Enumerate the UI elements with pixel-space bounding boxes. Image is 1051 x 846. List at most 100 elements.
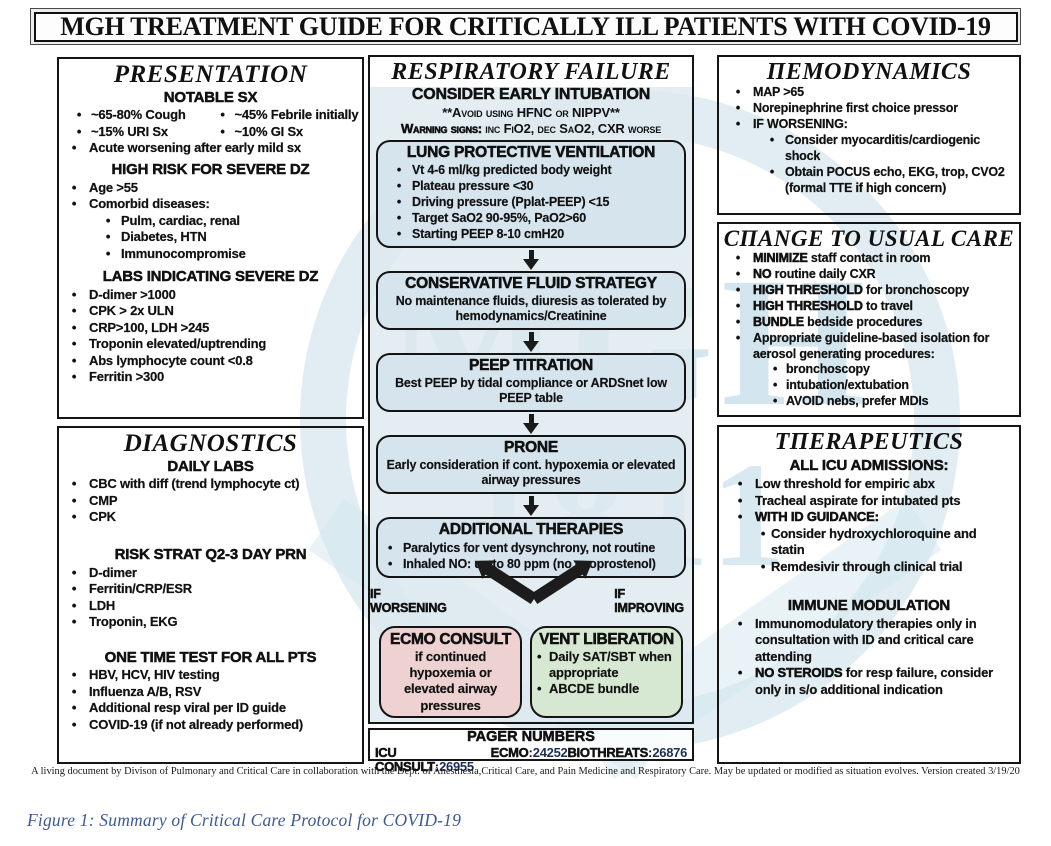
peep-titration-box: PEEP TITRATION Best PEEP by tidal compli…	[376, 353, 686, 413]
list-item-text: Ferritin/CRP/ESR	[89, 581, 192, 596]
list-item-text: ~15% URI Sx	[91, 123, 168, 139]
list-item: COVID-19 (if not already performed)	[59, 717, 362, 734]
lead-word: MINIMIZE	[753, 251, 808, 266]
rest-text: staff contact in room	[807, 251, 931, 266]
bullet-icon	[59, 493, 89, 510]
respiratory-failure-panel: RESPIRATORY FAILURE CONSIDER EARLY INTUB…	[368, 55, 694, 724]
bullet-icon	[723, 101, 753, 117]
list-item: Additional resp viral per ID guide	[59, 700, 362, 717]
if-improving-label: IF IMPROVING	[614, 587, 684, 616]
list-item-text: Diabetes, HTN	[121, 229, 207, 244]
list-item-text: Target SaO2 90-95%, PaO2>60	[412, 211, 586, 226]
if-worsening-label: IF WORSENING	[370, 587, 447, 616]
list-item: Ferritin/CRP/ESR	[59, 581, 362, 598]
bullet-icon	[95, 246, 121, 263]
lead-word: NO STEROIDS	[755, 665, 843, 681]
list-item-text: Abs lymphocyte count <0.8	[89, 352, 253, 368]
list-item-text: NO STEROIDS for resp failure, consider o…	[755, 665, 1013, 698]
rest-text: routine daily CXR	[771, 267, 876, 282]
bullet-icon	[773, 394, 786, 410]
bullet-icon	[59, 565, 89, 582]
list-item-text: CRP>100, LDH >245	[89, 319, 210, 335]
list-item: NO STEROIDS for resp failure, consider o…	[725, 665, 1013, 698]
list-row: ~15% URI Sx ~10% GI Sx	[59, 124, 362, 141]
list-item-text: COVID-19 (if not already performed)	[89, 716, 304, 732]
list-item-text: CPK	[89, 509, 116, 525]
list-item-text: Vt 4-6 ml/kg predicted body weight	[412, 163, 612, 178]
list-item: Remdesivir through clinical trial	[725, 559, 1013, 576]
document-footer-note: A living document by Divison of Pulmonar…	[31, 766, 1020, 777]
bullet-icon	[59, 369, 89, 386]
bullet-icon	[95, 229, 121, 246]
list-item: Tracheal aspirate for intubated pts	[725, 493, 1013, 510]
list-item-text: D-dimer	[89, 564, 137, 580]
list-item: NO routine daily CXR	[723, 267, 1015, 283]
list-item-text: MINIMIZE staff contact in room	[753, 251, 931, 267]
list-item: Target SaO2 90-95%, PaO2>60	[386, 210, 676, 226]
list-item-text: WITH ID GUIDANCE:	[755, 509, 879, 525]
list-item: Influenza A/B, RSV	[59, 684, 362, 701]
diagnostics-title: DIAGNOSTICS	[123, 430, 298, 457]
immune-modulation-heading: IMMUNE MODULATION	[787, 597, 951, 615]
figure-caption: Figure 1: Summary of Critical Care Proto…	[27, 810, 462, 830]
bullet-icon	[725, 665, 755, 698]
list-item-text: Starting PEEP 8-10 cmH20	[412, 227, 564, 242]
list-item: CRP>100, LDH >245	[59, 320, 362, 337]
notable-sx-heading: NOTABLE SX	[163, 88, 258, 106]
list-item: CPK	[59, 509, 362, 526]
bullet-icon	[95, 213, 121, 230]
bullet-icon	[723, 85, 753, 101]
bullet-icon	[386, 210, 412, 226]
list-item: Starting PEEP 8-10 cmH20	[386, 226, 676, 242]
pager-numbers-panel: PAGER NUMBERS ICU CONSULT:26955 ECMO:242…	[368, 728, 694, 774]
document-title-bar: MGH TREATMENT GUIDE FOR CRITICALLY ILL P…	[30, 8, 1021, 45]
bullet-icon	[386, 556, 403, 572]
bullet-icon	[723, 117, 753, 133]
bullet-icon	[386, 162, 412, 178]
list-item-text: Low threshold for empiric abx	[755, 476, 935, 492]
down-arrow-icon	[370, 248, 692, 271]
list-item-text: Consider myocarditis/cardiogenic shock	[785, 133, 981, 163]
bullet-icon	[755, 526, 771, 559]
down-arrow-icon	[370, 330, 692, 353]
list-item: Acute worsening after early mild sx	[59, 140, 362, 157]
list-item-text: ABCDE bundle	[549, 681, 640, 697]
bullet-icon	[59, 180, 89, 197]
rest-text: Appropriate guideline-based isolation fo…	[753, 330, 990, 361]
change-care-title: CΠANGE TO USUAL CARE	[723, 226, 1015, 251]
rest-text: to travel	[862, 298, 913, 313]
list-item-text: NO routine daily CXR	[753, 267, 876, 283]
list-item: CBC with diff (trend lymphocyte ct)	[59, 476, 362, 493]
list-item: Abs lymphocyte count <0.8	[59, 353, 362, 370]
page-title: MGH TREATMENT GUIDE FOR CRITICALLY ILL P…	[33, 11, 1018, 42]
bullet-icon	[723, 283, 753, 299]
list-item-text: D-dimer >1000	[89, 286, 176, 302]
bullet-icon	[759, 133, 785, 165]
list-item-text: Consider hydroxychloroquine and statin	[771, 525, 977, 558]
list-item: ~65-80% Cough	[59, 107, 211, 124]
list-item-text: ~10% GI Sx	[234, 123, 303, 139]
list-item-text: Troponin, EKG	[89, 614, 178, 629]
bullet-icon	[773, 362, 786, 378]
bullet-icon	[59, 717, 89, 734]
list-item-text: ~65-80% Cough	[91, 107, 186, 123]
list-item: Ferritin >300	[59, 369, 362, 386]
list-item: WITH ID GUIDANCE:	[725, 509, 1013, 526]
consider-intubation-heading: CONSIDER EARLY INTUBATION	[411, 86, 651, 104]
branch-row: IF WORSENING IF IMPROVING	[370, 563, 692, 624]
hemodynamics-panel: ΠEMODYNAMICS MAP >65 Norepinephrine firs…	[717, 55, 1021, 215]
list-item-text: Remdesivir through clinical trial	[771, 558, 963, 574]
list-item-text: Pulm, cardiac, renal	[121, 212, 240, 228]
list-item-text: Ferritin >300	[89, 369, 165, 385]
bullet-icon	[725, 493, 755, 510]
bullet-icon	[211, 107, 235, 124]
list-item: BUNDLE bedside procedures	[723, 315, 1015, 331]
pager-label: BIOTHREATS	[567, 744, 648, 760]
bullet-icon	[59, 476, 89, 493]
list-item-text: Immunocompromise	[121, 245, 246, 261]
list-item: HIGH THRESHOLD to travel	[723, 299, 1015, 315]
list-item-text: HIGH THRESHOLD to travel	[753, 299, 913, 315]
bullet-icon	[755, 559, 771, 576]
presentation-title: PRESENTATION	[113, 61, 308, 88]
lead-word: HIGH THRESHOLD	[753, 298, 863, 314]
